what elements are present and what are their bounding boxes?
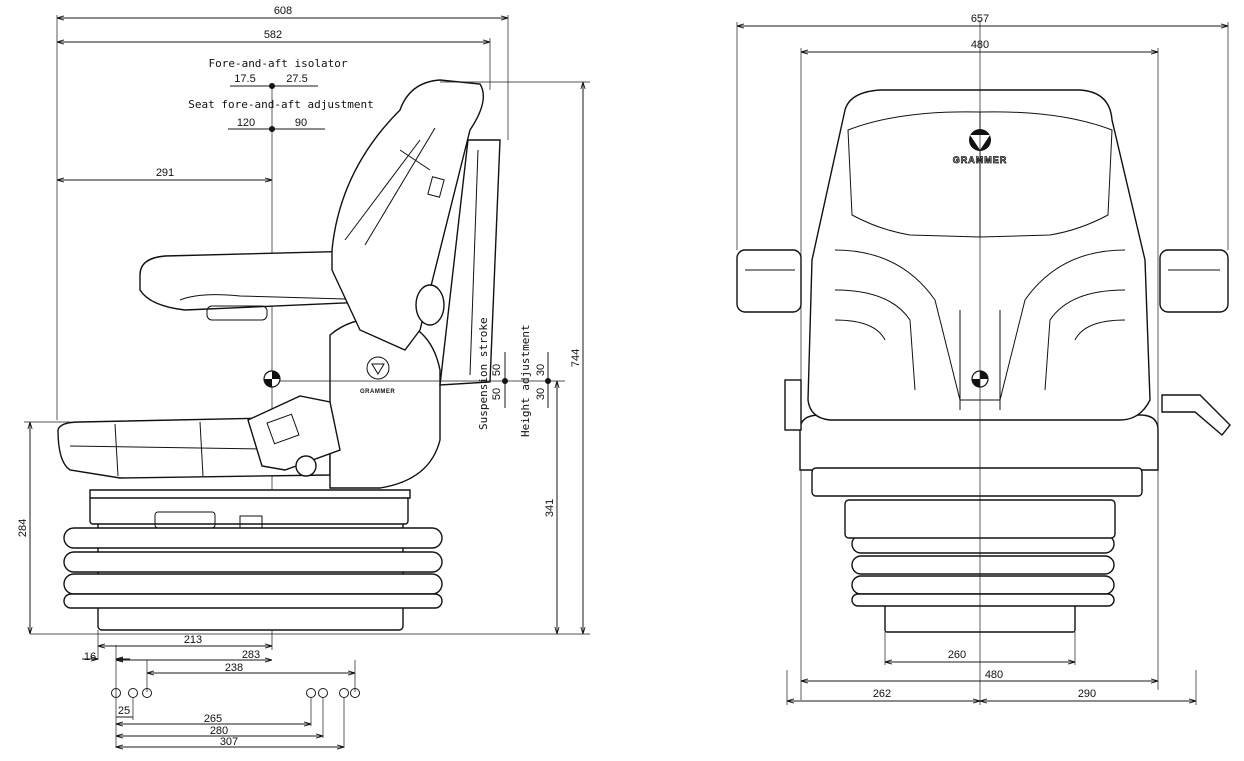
seat-front-drawing: GRAMMER bbox=[736, 89, 1231, 633]
dim-sip-height: 341 bbox=[280, 380, 565, 634]
dim-657-text: 657 bbox=[971, 13, 989, 25]
dim-base-height: 284 bbox=[17, 421, 70, 634]
isolator-front-value: 27.5 bbox=[286, 73, 307, 85]
dim-sip-to-rear: 291 bbox=[57, 167, 272, 180]
front-brand-logo: GRAMMER bbox=[953, 155, 1008, 165]
height-up-value: 30 bbox=[535, 364, 547, 376]
height-down-value: 30 bbox=[535, 388, 547, 400]
adjust-front-value: 90 bbox=[295, 117, 307, 129]
dim-280-text: 280 bbox=[210, 725, 228, 737]
front-view: 657 480 bbox=[736, 13, 1231, 705]
dim-25-text: 25 bbox=[118, 705, 130, 717]
fore-aft-isolator-annotation: Fore-and-aft isolator 17.5 27.5 bbox=[208, 57, 348, 89]
dim-overall-length: 608 bbox=[56, 5, 509, 420]
stroke-down-value: 50 bbox=[491, 388, 503, 400]
dim-608-text: 608 bbox=[274, 5, 292, 17]
fore-aft-isolator-label: Fore-and-aft isolator bbox=[208, 57, 347, 70]
side-view: 608 582 Fore-and-aft isolator 17.5 27.5 … bbox=[17, 5, 590, 748]
dim-overall-width: 657 bbox=[736, 13, 1229, 250]
dim-582-text: 582 bbox=[264, 29, 282, 41]
dim-744-text: 744 bbox=[570, 349, 582, 367]
dim-left-right: 262 290 bbox=[786, 20, 1197, 705]
dim-291-text: 291 bbox=[156, 167, 174, 179]
dim-265-text: 265 bbox=[204, 713, 222, 725]
dim-283-text: 283 bbox=[242, 649, 260, 661]
dim-238-text: 238 bbox=[225, 662, 243, 674]
dim-260-text: 260 bbox=[948, 649, 966, 661]
dim-backrest-length: 582 bbox=[57, 29, 491, 90]
stroke-up-value: 50 bbox=[491, 364, 503, 376]
dim-16-text: 16 bbox=[84, 651, 96, 663]
adjust-rear-value: 120 bbox=[237, 117, 255, 129]
dim-284-text: 284 bbox=[17, 519, 29, 537]
dim-307-text: 307 bbox=[220, 736, 238, 748]
dim-341-text: 341 bbox=[544, 499, 556, 517]
side-brand-logo: GRAMMER bbox=[360, 389, 395, 395]
suspension-stroke-annotation: Suspension stroke 50 50 bbox=[477, 317, 508, 430]
dim-213-text: 213 bbox=[184, 634, 202, 646]
mounting-dimensions: 213 16 283 238 25 265 bbox=[82, 630, 360, 748]
dim-262-text: 262 bbox=[873, 688, 891, 700]
dim-290-text: 290 bbox=[1078, 688, 1096, 700]
dim-total-height: 744 bbox=[30, 81, 590, 635]
suspension-stroke-label: Suspension stroke bbox=[477, 317, 490, 430]
seat-side-drawing: GRAMMER bbox=[57, 79, 501, 631]
seat-adjustment-annotation: Seat fore-and-aft adjustment 120 90 bbox=[188, 98, 374, 132]
seat-adjustment-label: Seat fore-and-aft adjustment bbox=[188, 98, 373, 111]
dim-480-bottom-text: 480 bbox=[985, 669, 1003, 681]
isolator-rear-value: 17.5 bbox=[234, 73, 255, 85]
dim-bottom-width: 480 bbox=[801, 669, 1158, 681]
sip-marker bbox=[263, 370, 281, 388]
